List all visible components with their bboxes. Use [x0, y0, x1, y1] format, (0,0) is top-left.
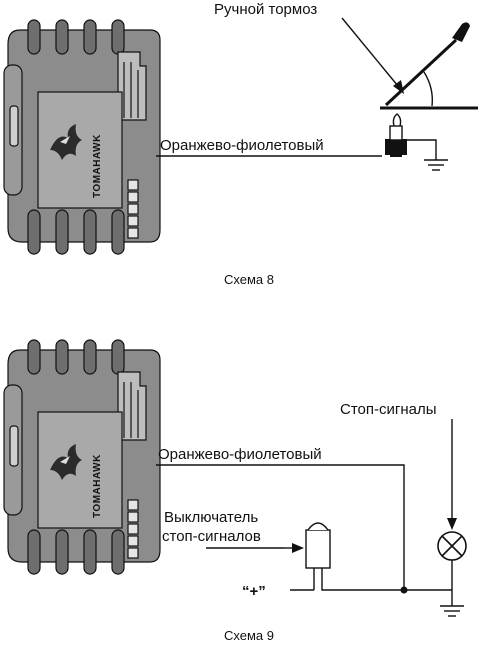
scheme-8-caption: Схема 8	[224, 272, 274, 287]
orange-violet-wire-2	[156, 464, 405, 590]
brand-logo-text-2: TOMAHAWK	[92, 454, 103, 518]
handbrake-switch-icon	[385, 113, 448, 171]
handbrake-arrow-icon	[393, 80, 404, 94]
plus-label: “+”	[242, 583, 266, 600]
scheme-9: TOMAHAWK Оранжево-фиолетовый Выключатель…	[3, 339, 467, 643]
stop-lights-arrow-icon	[447, 518, 457, 530]
switch-label-line2: стоп-сигналов	[162, 528, 261, 545]
stop-lamp-icon	[437, 531, 467, 617]
handbrake-label: Ручной тормоз	[214, 1, 317, 18]
scheme-8: TOMAHAWK Оранжево-фиолетовый Ручной торм…	[3, 1, 478, 287]
stop-lights-label: Стоп-сигналы	[340, 401, 437, 418]
alarm-unit-icon	[3, 19, 161, 255]
switch-label-line1: Выключатель	[164, 509, 258, 526]
brake-switch-icon	[305, 522, 331, 590]
junction-dot	[400, 586, 408, 594]
switch-arrow-icon	[292, 543, 304, 553]
handbrake-lever-icon	[380, 22, 478, 110]
scheme-9-caption: Схема 9	[224, 628, 274, 643]
brand-logo-text: TOMAHAWK	[92, 134, 103, 198]
wire-label: Оранжево-фиолетовый	[160, 137, 324, 154]
wire-label-2: Оранжево-фиолетовый	[158, 446, 322, 463]
handbrake-leader-line	[341, 17, 399, 87]
alarm-unit-icon-2	[3, 339, 161, 575]
switch-output-wire	[321, 580, 452, 591]
